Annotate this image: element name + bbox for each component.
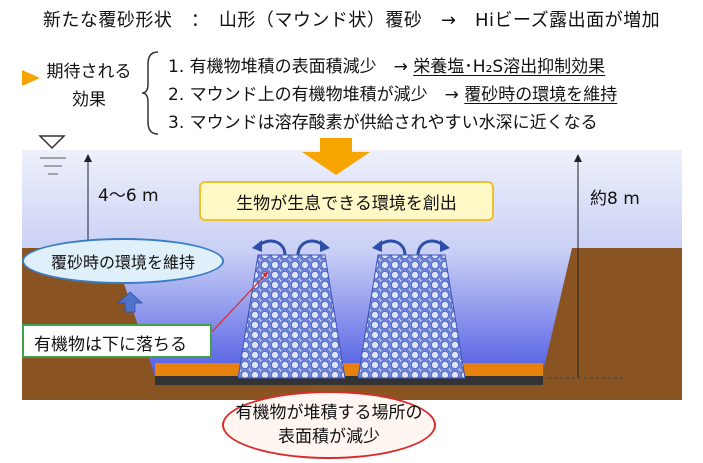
water-surface-icon [38, 135, 66, 150]
maintain-env-bubble: 覆砂時の環境を維持 [22, 238, 224, 284]
expected-label-line1: 期待される [46, 62, 132, 82]
down-arrow-icon [302, 138, 370, 175]
effect-3-text: 3. マウンドは溶存酸素が供給されやすい水深に近くなる [168, 113, 598, 133]
mound-left [237, 254, 346, 379]
reduced-area-line1: 有機物が堆積する場所の [235, 403, 423, 423]
organic-layer [155, 363, 543, 376]
reduced-area-line2: 表面積が減少 [278, 427, 380, 447]
reduced-area-bubble: 有機物が堆積する場所の 表面積が減少 [222, 391, 436, 459]
depth-right-label: 約8 m [590, 189, 640, 209]
mound-right [357, 254, 466, 379]
brace-icon [141, 51, 159, 135]
depth-left-label: 4～6 m [98, 186, 159, 206]
organic-falls-box: 有機物は下に落ちる [22, 324, 212, 358]
effect-1-highlight: 栄養塩･H₂S溶出抑制効果 [413, 57, 606, 77]
effect-2-text: 2. マウンド上の有機物堆積が減少 → [168, 85, 465, 105]
soil-right [542, 248, 682, 400]
habitat-callout: 生物が生息できる環境を創出 [199, 181, 494, 221]
effect-item-2: 2. マウンド上の有機物堆積が減少 → 覆砂時の環境を維持 [168, 80, 617, 105]
up-arrow-icon [116, 291, 144, 313]
effect-item-3: 3. マウンドは溶存酸素が供給されやすい水深に近くなる [168, 108, 598, 133]
diagram-title: 新たな覆砂形状 ： 山形（マウンド状）覆砂 → Hiビーズ露出面が増加 [42, 10, 661, 31]
expected-effects-label: 期待される 効果 [44, 58, 134, 114]
orange-arrow-icon [22, 70, 40, 86]
bottom-layer [155, 376, 543, 385]
effect-2-highlight: 覆砂時の環境を維持 [464, 85, 618, 105]
expected-label-line2: 効果 [72, 90, 106, 110]
effect-item-1: 1. 有機物堆積の表面積減少 → 栄養塩･H₂S溶出抑制効果 [168, 52, 605, 77]
effect-1-text: 1. 有機物堆積の表面積減少 → [168, 57, 414, 77]
pointer-line [207, 271, 269, 337]
